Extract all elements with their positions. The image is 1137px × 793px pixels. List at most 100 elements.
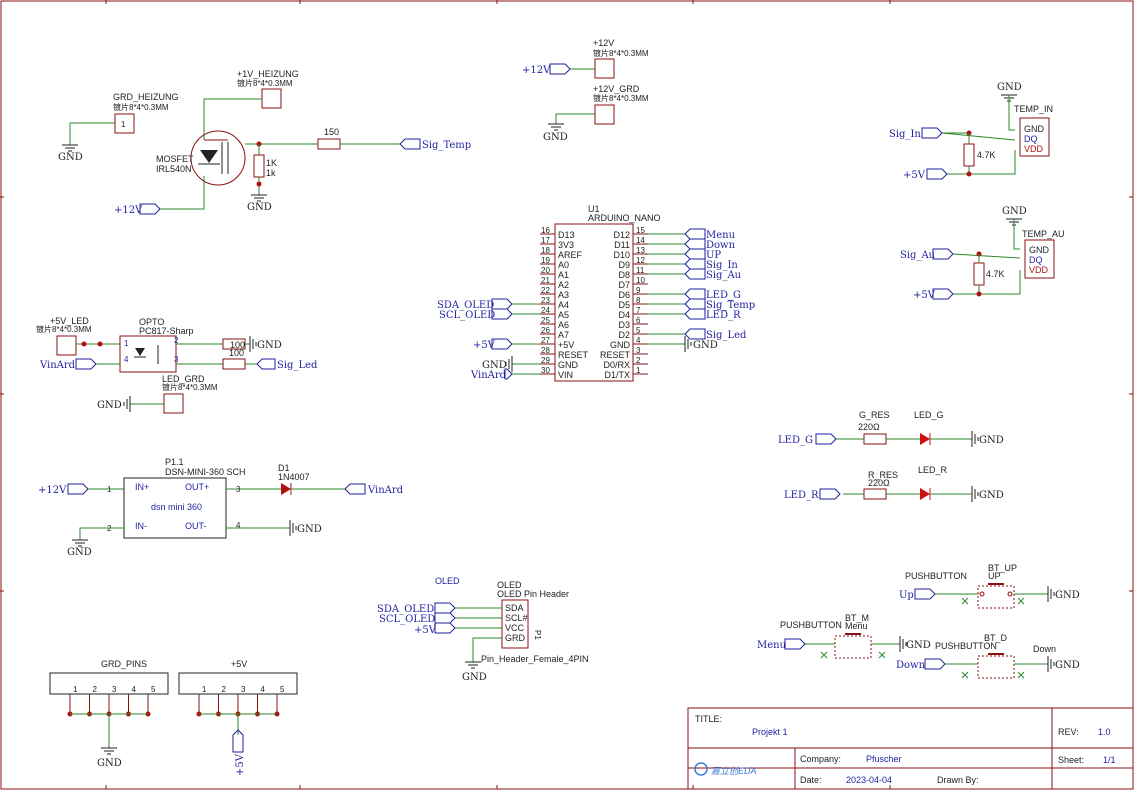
pad-12v-grd-size: 镀片8*4*0.3MM [593,93,649,103]
net-port-down[interactable] [684,238,706,250]
resistor-4k7-au[interactable] [973,262,985,286]
resistor-1k[interactable] [253,154,265,178]
button-block: PUSHBUTTON BT_UP UP Up GND PUSHBUTTON BT… [757,563,1080,679]
temp-in-pin-dq: DQ [1024,134,1038,144]
gnd-symbol-led-g [971,431,979,447]
arduino-part: ARDUINO_NANO [588,213,661,223]
net-port-vinard-dsn[interactable] [344,483,366,495]
pad-pos-heizung[interactable] [261,88,282,109]
net-port-5v-oled[interactable] [434,622,456,634]
header-pin-num: 2 [93,685,98,694]
dsn-module[interactable] [123,477,227,539]
pad-led-grd[interactable] [163,393,184,414]
resistor-4k7-au-value: 4.7K [986,269,1005,279]
net-port-sig-led-ard[interactable] [684,328,706,340]
net-label-up: UP [706,250,721,261]
arduino-pin-num: 2 [636,356,641,365]
resistor-opto-2[interactable] [222,358,246,370]
net-port-12v-heater[interactable] [139,203,161,215]
resistor-4k7-in[interactable] [963,143,975,167]
arduino-pin-label: RESET [558,350,589,360]
net-port-5v-in[interactable] [926,168,948,180]
arduino-pin-num: 6 [636,316,641,325]
pushbutton-menu[interactable] [834,633,872,659]
net-label-sda-oled: SDA_OLED [377,604,434,615]
net-port-12v-top[interactable] [549,63,571,75]
net-port-menu-btn[interactable] [784,638,806,650]
net-label-led-r-ard: LED_R [706,310,741,321]
oled-title: OLED [435,576,460,586]
net-port-vinard-opto[interactable] [75,358,97,370]
net-port-led-r-ard[interactable] [684,308,706,320]
net-port-sda-oled[interactable] [434,602,456,614]
gnd-label-dsn: GND [67,547,92,558]
oled-footprint: Pin_Header_Female_4PIN [481,654,589,664]
oled-header[interactable] [501,599,529,649]
net-port-led-r[interactable] [819,488,841,500]
optocoupler[interactable] [119,335,177,373]
net-port-sda-ard[interactable] [491,298,513,310]
net-port-up[interactable] [684,248,706,260]
temp-in-block: GND TEMP_IN GND DQ VDD Sig_In 4.7K +5V [889,82,1053,181]
net-port-scl-oled[interactable] [434,612,456,624]
net-label-sig-temp-ard: Sig_Temp [706,300,755,311]
mosfet-symbol[interactable] [190,130,246,186]
arduino-pin-num: 5 [636,326,641,335]
pushbutton-up[interactable] [977,583,1015,609]
temp-in-sensor[interactable] [1019,117,1050,157]
oled-block: OLED OLED OLED Pin Header SDA SCL# VCC G… [377,576,589,683]
temp-au-pin-gnd: GND [1029,245,1050,255]
net-port-sig-temp-ard[interactable] [684,298,706,310]
resistor-r[interactable] [863,488,887,500]
diode-1n4007[interactable] [281,483,292,495]
bt-m-type: PUSHBUTTON [780,620,842,630]
net-port-5v-au[interactable] [932,288,954,300]
temp-au-sensor[interactable] [1024,239,1055,279]
net-port-sig-led[interactable] [256,358,276,370]
r-led-ref: LED_R [918,465,948,475]
led-red[interactable] [920,488,931,500]
net-port-12v-dsn[interactable] [67,483,89,495]
diode-part: 1N4007 [278,472,310,482]
resistor-150[interactable] [317,138,341,150]
svg-text:3: 3 [236,485,241,494]
net-port-menu[interactable] [684,228,706,240]
bt-up-ref: BT_UP [988,563,1017,573]
net-port-down-btn[interactable] [924,658,946,670]
arduino-pin-label: D5 [618,300,630,310]
pad-12v-grd[interactable] [594,104,615,125]
net-label-led-g-ard: LED_G [706,290,741,301]
net-port-5v-pins[interactable] [232,729,244,753]
arduino-pin-label: AREF [558,250,583,260]
arduino-pin-label: D1/TX [604,370,630,380]
led-green[interactable] [920,433,931,445]
net-port-scl-ard[interactable] [491,308,513,320]
net-label-sig-in-ard: Sig_In [706,260,738,271]
net-port-sig-in-ard[interactable] [684,258,706,270]
pad-12v[interactable] [594,58,615,79]
arduino-pin-num: 24 [541,306,550,315]
net-label-5v-au: +5V [913,290,936,301]
net-port-led-g[interactable] [815,433,837,445]
pushbutton-down[interactable] [977,653,1015,679]
arduino-pin-num: 28 [541,346,550,355]
diode-ref: D1 [278,463,290,473]
net-port-5v-ard[interactable] [491,338,513,350]
temp-au-pin-vdd: VDD [1029,265,1049,275]
net-port-up-btn[interactable] [914,588,936,600]
net-port-sig-au-ard[interactable] [684,268,706,280]
resistor-g[interactable] [863,433,887,445]
arduino-body[interactable] [554,223,634,382]
net-port-sig-in[interactable] [921,127,943,139]
company-label: Company: [800,754,841,764]
pad-5v-led[interactable] [56,335,77,356]
net-port-led-g-ard[interactable] [684,288,706,300]
title-block: TITLE: Projekt 1 REV: 1.0 Company: Pfusc… [687,707,1134,790]
net-port-sig-au[interactable] [932,248,954,260]
net-port-sig-temp[interactable] [399,138,421,150]
arduino-pin-label: D4 [618,310,630,320]
net-port-vin-ard[interactable] [504,368,513,380]
temp-in-gnd-label: GND [997,82,1022,93]
